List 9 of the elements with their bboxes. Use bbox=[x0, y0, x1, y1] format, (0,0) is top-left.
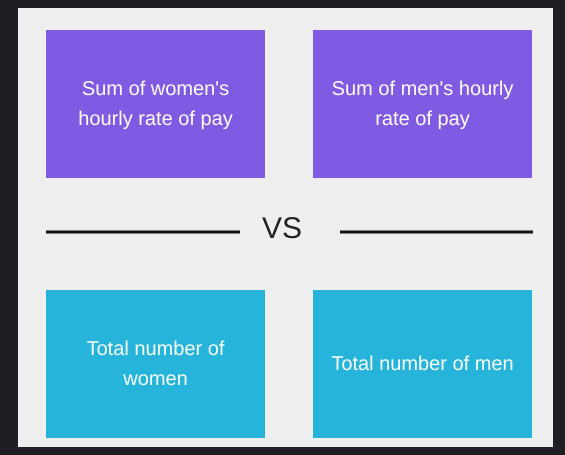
box-text: Sum of women's hourly rate of pay bbox=[77, 77, 234, 132]
stat-box bbox=[46, 30, 265, 178]
stat-box bbox=[313, 30, 532, 178]
stat-box bbox=[46, 290, 265, 438]
versus-label: VS bbox=[262, 212, 302, 246]
box-text: Total number of women bbox=[86, 337, 226, 392]
box-text: Sum of men's hourly rate of pay bbox=[330, 77, 514, 132]
box-text: Total number of men bbox=[330, 352, 515, 377]
stat-box bbox=[313, 290, 532, 438]
